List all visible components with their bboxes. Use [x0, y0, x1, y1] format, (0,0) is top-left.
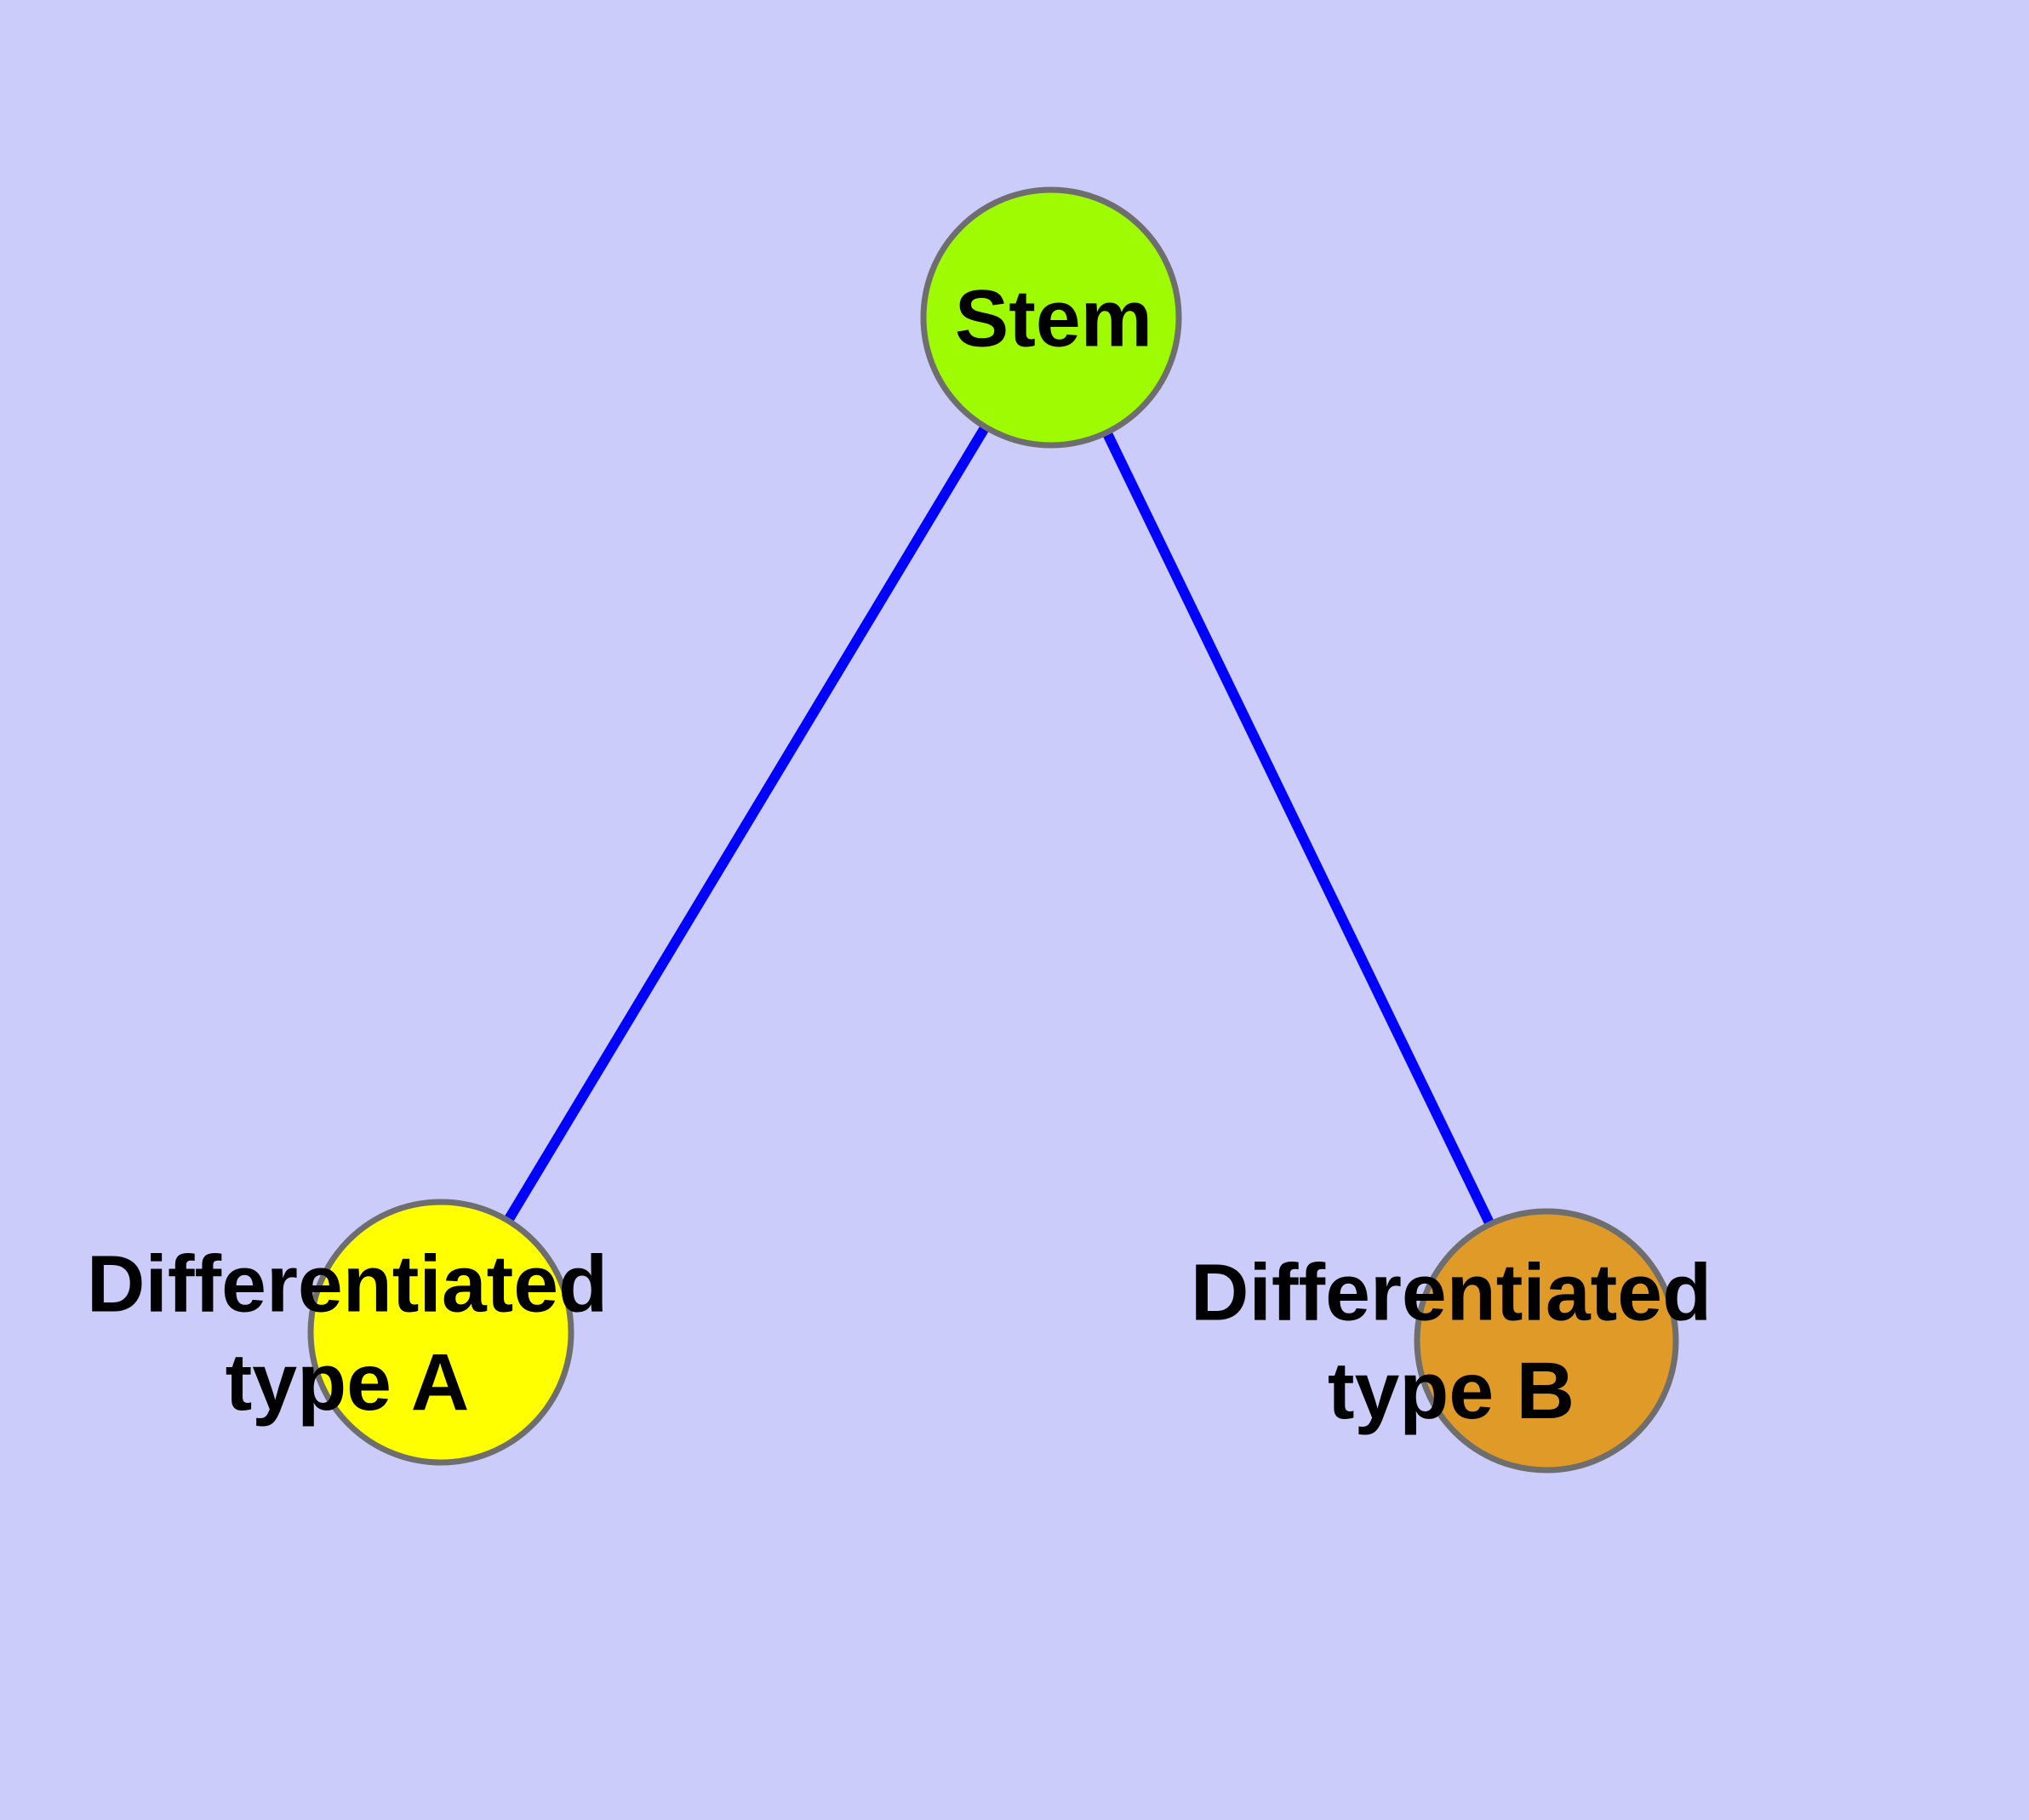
node-diff-a-circle[interactable]: [307, 1199, 574, 1466]
edge-layer: [503, 424, 1495, 1227]
edge-stem-to-diff-a[interactable]: [503, 424, 990, 1223]
node-label-line: type A: [226, 1337, 470, 1428]
node-label-line: type B: [1328, 1346, 1575, 1436]
node-label-line: Differentiated: [1191, 1247, 1712, 1337]
node-stem[interactable]: Stem: [920, 186, 1182, 449]
node-label-line: Differentiated: [87, 1239, 608, 1329]
edge-stem-to-diff-b[interactable]: [1101, 430, 1495, 1227]
node-stem-label: Stem: [955, 273, 1152, 363]
node-diff-b-circle[interactable]: [1414, 1208, 1679, 1474]
node-stem-circle[interactable]: [920, 186, 1182, 449]
node-label-line: Stem: [955, 273, 1152, 363]
